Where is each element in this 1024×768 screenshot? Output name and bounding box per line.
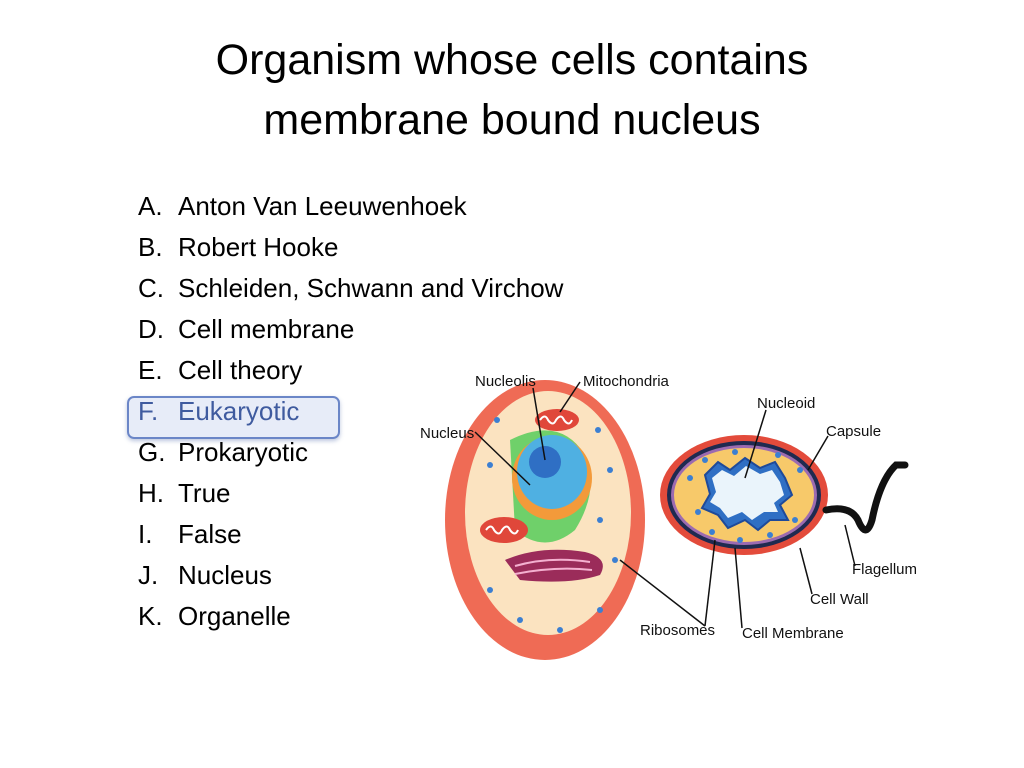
selected-answer-highlight xyxy=(127,396,340,439)
option-text: Schleiden, Schwann and Virchow xyxy=(178,273,564,303)
eukaryotic-cell xyxy=(445,380,645,660)
option-text: Organelle xyxy=(178,601,291,631)
golgi-apparatus xyxy=(505,549,603,582)
option-h[interactable]: H. True xyxy=(138,475,563,516)
option-d[interactable]: D. Cell membrane xyxy=(138,311,563,352)
label-cell-wall: Cell Wall xyxy=(810,591,869,608)
option-letter: E. xyxy=(138,355,163,385)
option-g[interactable]: G. Prokaryotic xyxy=(138,434,563,475)
option-text: Cell membrane xyxy=(178,314,355,344)
option-letter: C. xyxy=(138,273,164,303)
option-text: True xyxy=(178,478,231,508)
option-letter: G. xyxy=(138,437,166,467)
title-line-1: Organism whose cells contains xyxy=(215,36,809,84)
option-text: Robert Hooke xyxy=(178,232,339,262)
title-line-2: membrane bound nucleus xyxy=(263,96,761,144)
answer-options-list: A. Anton Van Leeuwenhoek B. Robert Hooke C… xyxy=(138,188,563,639)
option-k[interactable]: K. Organelle xyxy=(138,598,563,639)
option-c[interactable]: C. Schleiden, Schwann and Virchow xyxy=(138,270,563,311)
option-letter: D. xyxy=(138,314,164,344)
option-text: Anton Van Leeuwenhoek xyxy=(178,191,467,221)
prokaryotic-ribosomes xyxy=(687,449,803,543)
label-nucleus: Nucleus xyxy=(420,425,474,442)
option-a[interactable]: A. Anton Van Leeuwenhoek xyxy=(138,188,563,229)
option-text: Nucleus xyxy=(178,560,272,590)
option-e[interactable]: E. Cell theory xyxy=(138,352,563,393)
label-nucleoid: Nucleoid xyxy=(757,395,815,412)
option-letter: I. xyxy=(138,519,153,549)
option-f[interactable]: F. Eukaryotic xyxy=(138,393,563,434)
option-text: Eukaryotic xyxy=(178,396,300,426)
option-letter: B. xyxy=(138,232,163,262)
flagellum-shape xyxy=(822,461,909,534)
label-flagellum: Flagellum xyxy=(852,561,917,578)
option-text: False xyxy=(178,519,242,549)
option-letter: K. xyxy=(138,601,163,631)
option-letter: H. xyxy=(138,478,164,508)
option-i[interactable]: I. False xyxy=(138,516,563,557)
nucleolus-shape xyxy=(529,446,561,478)
label-cell-membrane: Cell Membrane xyxy=(742,625,844,642)
option-b[interactable]: B. Robert Hooke xyxy=(138,229,563,270)
option-text: Cell theory xyxy=(178,355,303,385)
option-text: Prokaryotic xyxy=(178,437,309,467)
label-mitochondria: Mitochondria xyxy=(583,373,670,390)
option-letter: F. xyxy=(138,396,159,426)
label-ribosomes: Ribosomes xyxy=(640,622,715,639)
label-nucleolis: Nucleolis xyxy=(475,373,536,390)
prokaryotic-cell xyxy=(660,435,909,555)
mitochondrion-left xyxy=(480,517,528,543)
nucleoid-inner xyxy=(710,466,784,520)
eukaryotic-ribosomes xyxy=(487,417,618,633)
option-j[interactable]: J. Nucleus xyxy=(138,557,563,598)
leader-lines xyxy=(474,381,856,629)
label-capsule: Capsule xyxy=(826,423,881,440)
option-letter: A. xyxy=(138,191,163,221)
option-letter: J. xyxy=(138,560,159,590)
slide-title: Organism whose cells contains membrane b… xyxy=(0,30,1024,150)
